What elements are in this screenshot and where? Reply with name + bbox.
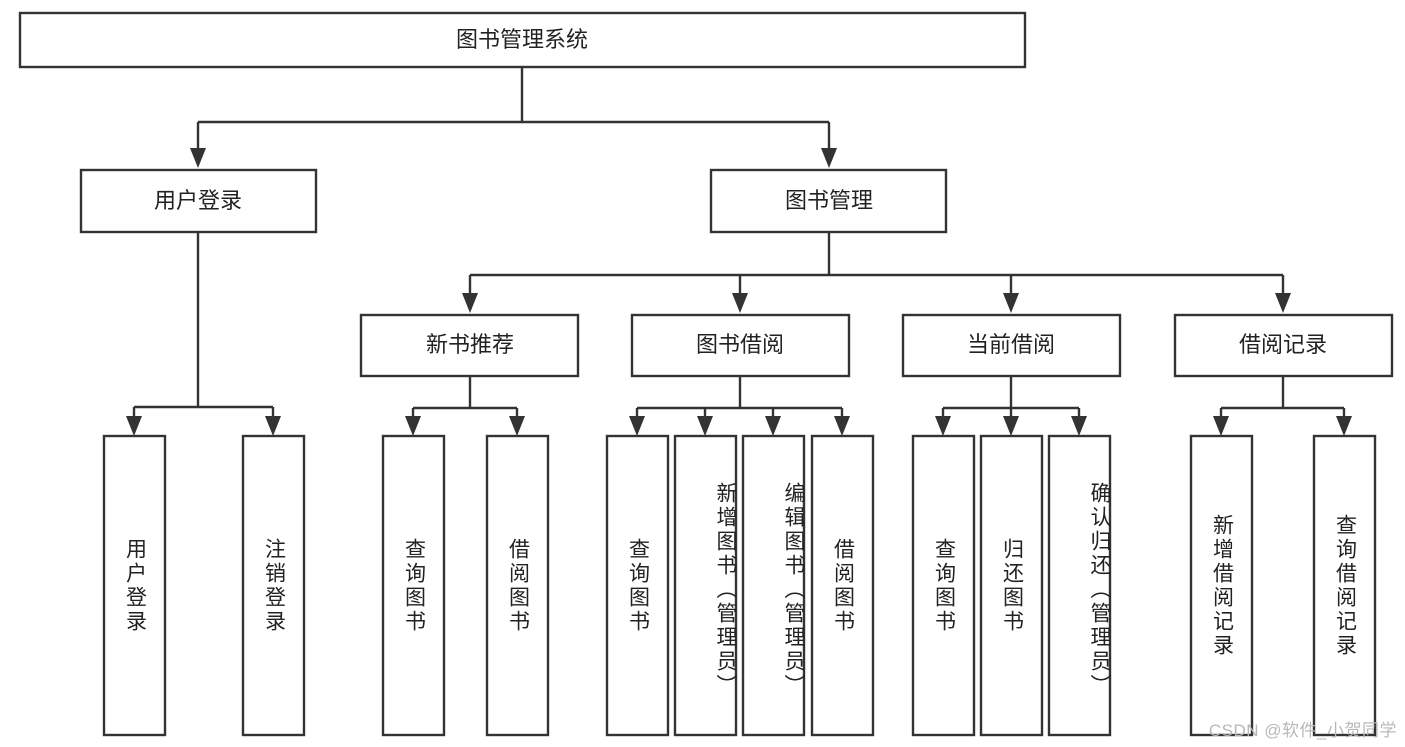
node-box-leaf-user-login-2[interactable]	[241, 434, 306, 737]
node-box-leaf-current-borrow-2[interactable]	[979, 434, 1044, 737]
arrow-head-leaf-currentborrow-1	[935, 416, 951, 436]
arrow-head-leaf-newbook-1	[405, 416, 421, 436]
node-box-leaf-borrow-record-2[interactable]	[1312, 434, 1377, 737]
connector-group-currentborrow	[935, 376, 1087, 436]
connector-group-root	[190, 67, 837, 168]
arrow-head-userlogin	[190, 148, 206, 168]
arrow-head-newbook	[462, 293, 478, 313]
node-label-new-book-recommend: 新书推荐	[426, 332, 514, 357]
arrow-head-leaf-user-login	[126, 416, 142, 436]
arrow-head-leaf-borrowbook-1	[629, 416, 645, 436]
arrow-head-leaf-currentborrow-3	[1071, 416, 1087, 436]
node-label-root: 图书管理系统	[456, 27, 588, 52]
node-box-leaf-user-login-1[interactable]	[102, 434, 167, 737]
node-box-leaf-current-borrow-3[interactable]	[1047, 434, 1112, 737]
node-box-root[interactable]	[18, 11, 1027, 69]
node-box-leaf-current-borrow-1[interactable]	[911, 434, 976, 737]
connector-group-bookmgmt	[462, 232, 1291, 313]
node-label-book-management: 图书管理	[785, 188, 873, 213]
node-box-leaf-book-borrow-3[interactable]	[741, 434, 806, 737]
node-label-book-borrow: 图书借阅	[696, 332, 784, 357]
arrow-head-leaf-borrowrecord-1	[1213, 416, 1229, 436]
connector-group-borrowrecord	[1213, 376, 1352, 436]
node-box-current-borrow[interactable]	[901, 313, 1122, 378]
connector-group-userlogin	[126, 232, 281, 436]
arrow-head-leaf-borrowbook-2	[697, 416, 713, 436]
node-label-user-login: 用户登录	[154, 188, 242, 213]
arrow-head-leaf-borrowbook-4	[834, 416, 850, 436]
node-box-leaf-new-book-2[interactable]	[485, 434, 550, 737]
arrow-head-leaf-newbook-2	[509, 416, 525, 436]
connector-group-borrowbook	[629, 376, 850, 436]
node-box-book-borrow[interactable]	[630, 313, 851, 378]
arrow-head-leaf-borrowbook-3	[765, 416, 781, 436]
node-label-borrow-record: 借阅记录	[1239, 332, 1327, 357]
node-box-leaf-book-borrow-1[interactable]	[605, 434, 670, 737]
connector-group-newbook	[405, 376, 525, 436]
watermark-text: CSDN @软件_小贺同学	[1208, 721, 1397, 740]
arrow-head-leaf-currentborrow-2	[1003, 416, 1019, 436]
node-box-leaf-book-borrow-4[interactable]	[810, 434, 875, 737]
node-box-user-login[interactable]	[79, 168, 318, 234]
node-box-new-book-recommend[interactable]	[359, 313, 580, 378]
arrow-head-leaf-user-logout	[265, 416, 281, 436]
arrow-head-borrowrecord	[1275, 293, 1291, 313]
arrow-head-currentborrow	[1003, 293, 1019, 313]
node-box-leaf-borrow-record-1[interactable]	[1189, 434, 1254, 737]
node-box-book-management[interactable]	[709, 168, 948, 234]
node-box-borrow-record[interactable]	[1173, 313, 1394, 378]
node-label-current-borrow: 当前借阅	[967, 332, 1055, 357]
node-box-leaf-new-book-1[interactable]	[381, 434, 446, 737]
arrow-head-bookmgmt	[821, 148, 837, 168]
arrow-head-borrowbook	[732, 293, 748, 313]
node-box-leaf-book-borrow-2[interactable]	[673, 434, 738, 737]
arrow-head-leaf-borrowrecord-2	[1336, 416, 1352, 436]
